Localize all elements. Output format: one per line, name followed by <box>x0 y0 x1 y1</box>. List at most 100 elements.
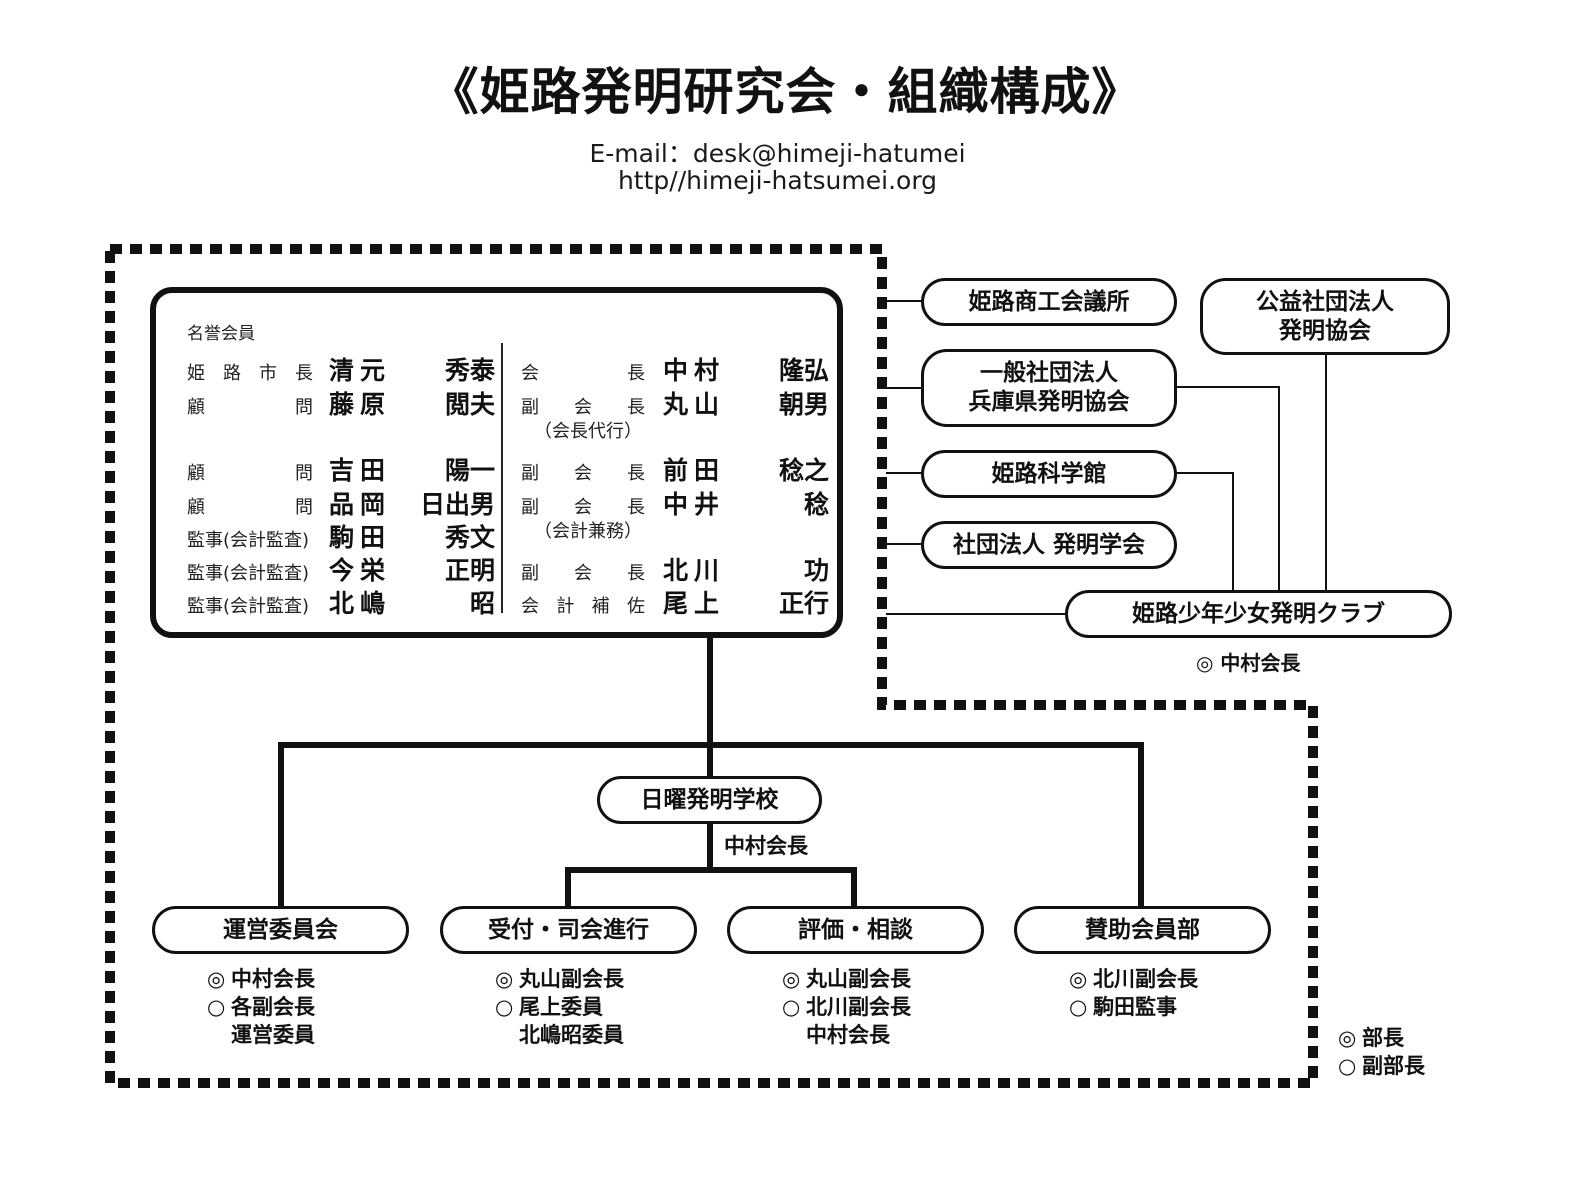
connector-school-bar <box>565 867 857 908</box>
officer-role: 顧問 <box>187 397 313 418</box>
advisor-row: 監事(会計監査)今栄正明 <box>187 551 495 587</box>
page-title: 《姫路発明研究会・組織構成》 <box>428 63 1143 121</box>
circle-icon: ○ <box>782 995 801 1019</box>
executive-row: 副会長丸山朝男 <box>521 385 829 421</box>
executive-row: 会計補佐尾上 正行 <box>521 584 829 620</box>
affiliate-label: 姫路商工会議所 <box>968 288 1130 315</box>
member-name: 中村会長 <box>231 967 315 991</box>
officer-given-name: 正行 <box>778 589 829 618</box>
officer-family-name: 駒田 <box>329 523 392 552</box>
honorary-members-label: 名誉会員 <box>187 324 255 344</box>
member-item: ○北川副会長 <box>782 993 911 1021</box>
website-url: http//himeji-hatsumei.org <box>617 166 938 195</box>
officer-role: 副会長 <box>521 397 645 418</box>
dept-steering-committee[interactable]: 運営委員会 <box>152 906 409 954</box>
officer-given-name: 朝男 <box>778 390 829 419</box>
member-name: 丸山副会長 <box>519 967 624 991</box>
organization-boundary <box>105 244 1318 1088</box>
officer-role: 監事(会計監査) <box>187 596 310 617</box>
executive-row: 副会長北川 功 <box>521 551 829 587</box>
department-members: ◎丸山副会長○北川副会長中村会長 <box>782 965 911 1049</box>
member-item: ○駒田監事 <box>1069 993 1198 1021</box>
member-name: 尾上委員 <box>519 995 603 1019</box>
legend: ◎部長○副部長 <box>1338 1024 1425 1080</box>
double-circle-icon: ◎ <box>1069 967 1088 991</box>
member-name: 中村会長 <box>806 1023 890 1047</box>
officer-given-name: 功 <box>803 556 829 585</box>
officers-panel: 名誉会員 姫路市長清元秀泰顧問藤原閲夫顧問吉田陽一顧問品岡日出男監事(会計監査)… <box>150 287 843 638</box>
double-circle-icon: ◎ <box>207 967 226 991</box>
officer-role: 監事(会計監査) <box>187 530 310 551</box>
officer-role: 副会長 <box>521 563 645 584</box>
officer-role: 監事(会計監査) <box>187 563 310 584</box>
member-item: ◎丸山副会長 <box>495 965 624 993</box>
executive-row: 副会長中井稔 <box>521 485 829 521</box>
department-label: 受付・司会進行 <box>488 916 649 943</box>
department-label: 賛助会員部 <box>1085 916 1200 943</box>
affiliate-label: 公益社団法人 発明協会 <box>1256 288 1394 344</box>
circle-icon: ○ <box>1338 1054 1357 1078</box>
affiliate-japan-institute-of-invention[interactable]: 公益社団法人 発明協会 <box>1200 278 1450 355</box>
member-item: 運営委員 <box>207 1021 315 1049</box>
officer-family-name: 藤原 <box>329 390 392 419</box>
affiliate-hyogo-invention-association[interactable]: 一般社団法人 兵庫県発明協会 <box>921 349 1177 427</box>
officer-family-name: 前田 <box>663 456 726 485</box>
member-item: 中村会長 <box>782 1021 911 1049</box>
member-item: ◎中村会長 <box>207 965 315 993</box>
department-label: 評価・相談 <box>798 916 913 943</box>
officer-family-name: 中村 <box>663 356 726 385</box>
affiliate-label: 一般社団法人 兵庫県発明協会 <box>968 360 1130 415</box>
member-item: ○各副会長 <box>207 993 315 1021</box>
officer-family-name: 尾上 <box>663 589 726 618</box>
double-circle-icon: ◎ <box>495 967 514 991</box>
circle-icon: ○ <box>207 995 226 1019</box>
double-circle-icon: ◎ <box>1338 1026 1357 1050</box>
officer-given-name: 秀文 <box>444 523 495 552</box>
circle-icon: ○ <box>495 995 514 1019</box>
member-item: ◎丸山副会長 <box>782 965 911 993</box>
member-item: 北嶋昭委員 <box>495 1021 624 1049</box>
officer-family-name: 吉田 <box>329 456 392 485</box>
circle-icon: ○ <box>1069 995 1088 1019</box>
officer-given-name: 陽一 <box>444 456 495 485</box>
officer-family-name: 北嶋 <box>329 589 392 618</box>
member-item: ◎北川副会長 <box>1069 965 1198 993</box>
affiliate-himeji-science-museum[interactable]: 姫路科学館 <box>921 450 1177 498</box>
officer-family-name: 北川 <box>663 556 726 585</box>
officer-given-name: 秀泰 <box>444 356 495 385</box>
affiliate-invention-society[interactable]: 社団法人 発明学会 <box>921 521 1177 569</box>
officer-given-name: 日出男 <box>419 490 495 519</box>
advisor-row: 顧問吉田陽一 <box>187 451 495 487</box>
affiliate-himeji-chamber-of-commerce[interactable]: 姫路商工会議所 <box>921 278 1177 326</box>
member-item: ○尾上委員 <box>495 993 624 1021</box>
member-name: 北嶋昭委員 <box>519 1023 624 1047</box>
affiliate-youth-invention-club[interactable]: 姫路少年少女発明クラブ <box>1065 590 1452 638</box>
affiliate-label: 姫路科学館 <box>991 460 1107 487</box>
advisor-row: 姫路市長清元秀泰 <box>187 351 495 387</box>
dept-reception-mc[interactable]: 受付・司会進行 <box>440 906 697 954</box>
member-name: 各副会長 <box>231 995 315 1019</box>
advisor-row: 監事(会計監査) 北嶋 昭 <box>187 584 495 620</box>
advisor-row: 顧問藤原 閲夫 <box>187 385 495 421</box>
executive-row: 副会長前田稔之 <box>521 451 829 487</box>
connector-hyogo-club <box>1177 386 1280 591</box>
legend-label: 部長 <box>1362 1026 1404 1050</box>
member-name: 丸山副会長 <box>806 967 911 991</box>
connector-science-club <box>1177 472 1234 591</box>
officer-note: （会計兼務） <box>534 521 642 542</box>
officer-given-name: 昭 <box>469 589 495 618</box>
officer-given-name: 閲夫 <box>444 390 495 419</box>
dept-supporting-members[interactable]: 賛助会員部 <box>1014 906 1271 954</box>
member-name: 北川副会長 <box>806 995 911 1019</box>
dept-evaluation-consultation[interactable]: 評価・相談 <box>727 906 984 954</box>
officer-family-name: 品岡 <box>329 490 392 519</box>
affiliate-label: 社団法人 発明学会 <box>952 531 1145 558</box>
sunday-invention-school[interactable]: 日曜発明学校 <box>597 776 822 824</box>
officer-role: 会計補佐 <box>521 596 645 617</box>
officer-role: 会長 <box>521 363 645 384</box>
officer-role: 副会長 <box>521 497 645 518</box>
officer-given-name: 隆弘 <box>778 356 829 385</box>
advisor-row: 監事(会計監査) 駒田 秀文 <box>187 518 495 554</box>
legend-item: ◎部長 <box>1338 1024 1425 1052</box>
